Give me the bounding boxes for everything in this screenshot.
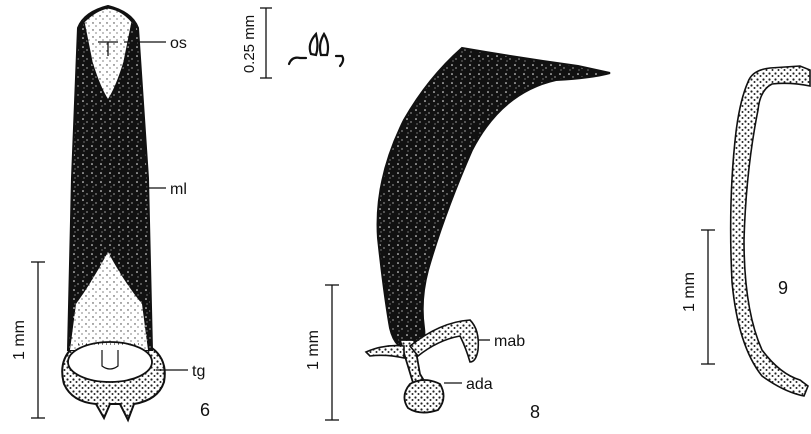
inset-scale-bar xyxy=(260,8,272,78)
fig6-tentorium-ring xyxy=(68,342,152,382)
fig9-sclerite xyxy=(731,66,810,396)
figure-8: mab ada 1 mm 8 xyxy=(305,48,610,422)
fig8-number: 8 xyxy=(530,402,540,422)
callout-ml-label: ml xyxy=(170,181,187,198)
figure-6: os ml tg 1 mm 6 xyxy=(11,6,210,420)
fig6-scale-label: 1 mm xyxy=(11,320,28,360)
inset-scale-label: 0.25 mm xyxy=(241,15,258,73)
fig8-scale-label: 1 mm xyxy=(305,330,322,370)
fig9-number: 9 xyxy=(778,278,788,298)
inset-figure: 0.25 mm xyxy=(241,8,343,78)
fig6-number: 6 xyxy=(200,400,210,420)
figure-9: 1 mm 9 xyxy=(681,66,810,396)
callout-os-label: os xyxy=(170,35,187,52)
fig9-scale-bar xyxy=(701,230,715,364)
fig6-scale-bar xyxy=(31,262,45,418)
callout-mab-label: mab xyxy=(494,333,525,350)
callout-ada-label: ada xyxy=(466,376,493,393)
fig8-adductor-apodeme xyxy=(404,380,443,413)
fig9-scale-label: 1 mm xyxy=(681,272,698,312)
inset-sclerites xyxy=(289,34,343,66)
callout-tg-label: tg xyxy=(192,363,205,380)
fig8-left-hook xyxy=(366,346,404,358)
fig8-scale-bar xyxy=(325,285,339,420)
fig8-mandible-blade xyxy=(378,48,610,351)
